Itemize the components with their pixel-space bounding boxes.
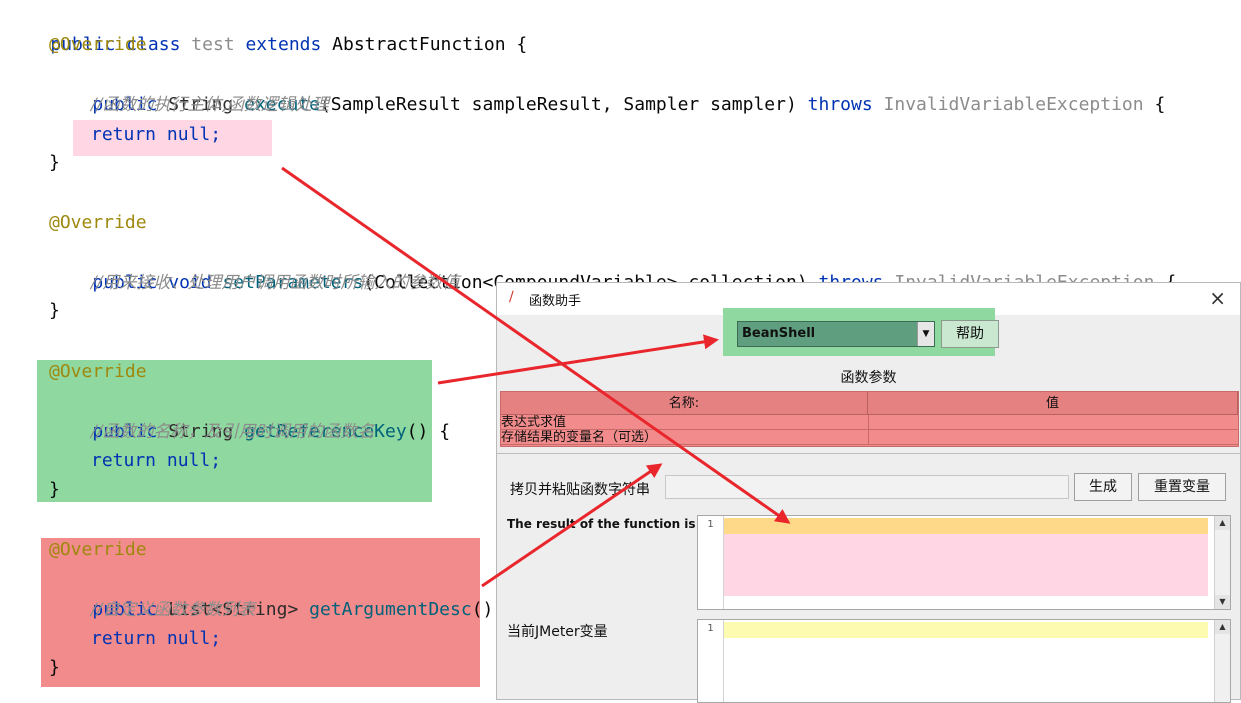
table-row-name[interactable]: 表达式求值 (501, 415, 868, 430)
keyword: public (92, 94, 158, 115)
scroll-down-icon[interactable]: ▼ (1215, 595, 1230, 609)
keyword: null; (166, 628, 222, 649)
execute-return: return null; (91, 120, 221, 150)
setparameters-signature: public void setParameters(Collection<Com… (49, 238, 1176, 293)
function-string-field[interactable] (665, 475, 1069, 499)
keyword: return (91, 124, 157, 145)
function-helper-dialog: ∕ 函数助手 × BeanShell ▼ 帮助 函数参数 名称: 值 表达式求值… (496, 282, 1241, 703)
jmeter-variables-label: 当前JMeter变量 (507, 624, 608, 640)
return-type: String (168, 94, 234, 115)
brace: { (516, 34, 528, 55)
exception-type: InvalidVariableException (883, 94, 1144, 115)
feather-icon: ∕ (509, 289, 514, 305)
method-params: (SampleResult sampleResult, Sampler samp… (319, 94, 797, 115)
return-type: void (168, 272, 212, 293)
copy-string-label: 拷贝并粘贴函数字符串 (510, 482, 650, 498)
class-declaration: public class test extends AbstractFuncti… (7, 0, 527, 55)
return-type: String (168, 421, 234, 442)
params-table: 名称: 值 表达式求值 存储结果的变量名（可选） (500, 391, 1239, 447)
dialog-title: 函数助手 (529, 294, 582, 309)
getargumentdesc-return: return null; (91, 624, 221, 654)
close-brace: } (49, 300, 60, 321)
line-number: 1 (698, 516, 724, 609)
table-row-value[interactable] (868, 415, 1238, 430)
close-brace: } (49, 657, 60, 678)
scrollbar[interactable]: ▲ (1214, 620, 1230, 702)
result-text-area[interactable]: 1 ▲ ▼ (697, 515, 1231, 610)
keyword: null; (166, 450, 222, 471)
brace: { (1154, 94, 1166, 115)
keyword: class (126, 34, 181, 55)
keyword: public (92, 599, 158, 620)
method-name: getArgumentDesc (309, 599, 472, 620)
column-header-value: 值 (868, 392, 1238, 415)
keyword: return (91, 628, 157, 649)
result-label: The result of the function is (507, 517, 696, 531)
divider (497, 453, 1240, 454)
keyword: null; (166, 124, 222, 145)
method-name: execute (244, 94, 320, 115)
override-annotation: @Override (49, 212, 147, 233)
getargumentdesc-highlight-red (41, 538, 480, 687)
scroll-up-icon[interactable]: ▲ (1215, 516, 1230, 530)
parent-class: AbstractFunction (332, 34, 506, 55)
chevron-down-icon[interactable]: ▼ (917, 322, 934, 346)
override-annotation: @Override (49, 34, 147, 55)
result-highlight-pink (724, 534, 1208, 596)
close-brace: } (49, 479, 60, 500)
method-params: () (471, 599, 494, 620)
keyword: public (92, 272, 158, 293)
return-highlight-pink (73, 120, 272, 156)
table-row-name[interactable]: 存储结果的变量名（可选） (501, 430, 868, 445)
override-annotation: @Override (49, 361, 147, 382)
keyword: public (92, 421, 158, 442)
scrollbar[interactable]: ▲ ▼ (1214, 516, 1230, 609)
setparameters-comment: //用来接收、处理用户调用函数时所输入的参数值 (91, 273, 460, 293)
getargumentdesc-signature: public List<String> getArgumentDesc() { (49, 565, 515, 620)
current-line (724, 622, 1208, 638)
keyword: public (50, 34, 116, 55)
table-row-value[interactable] (868, 430, 1238, 445)
getreferencekey-comment: //函数的名称，及引用时调用的函数名 (91, 422, 375, 442)
reset-variables-button[interactable]: 重置变量 (1138, 473, 1226, 501)
function-select-value: BeanShell (742, 326, 816, 341)
getreferencekey-signature: public String getReferenceKey() { (49, 387, 450, 442)
current-line (724, 518, 1208, 534)
keyword: extends (245, 34, 322, 55)
column-header-name: 名称: (501, 392, 868, 415)
class-name: test (191, 34, 235, 55)
params-title: 函数参数 (840, 370, 897, 386)
function-select-dropdown[interactable]: BeanShell ▼ (737, 321, 935, 347)
line-number: 1 (698, 620, 724, 702)
return-type: List<String> (168, 599, 299, 620)
scroll-up-icon[interactable]: ▲ (1215, 620, 1230, 634)
close-brace: } (49, 152, 60, 173)
close-icon[interactable]: × (1209, 286, 1226, 310)
execute-comment: //函数的执行主体,函数逻辑处理 (91, 95, 329, 115)
jmeter-variables-text-area[interactable]: 1 ▲ (697, 619, 1231, 703)
getargumentdesc-comment: //自定义函数参数列表 (91, 600, 256, 620)
keyword: throws (807, 94, 873, 115)
execute-signature: public String execute(SampleResult sampl… (49, 60, 1165, 115)
brace: { (439, 421, 451, 442)
override-annotation: @Override (49, 539, 147, 560)
help-button[interactable]: 帮助 (941, 320, 999, 348)
method-params: () (406, 421, 429, 442)
keyword: return (91, 450, 157, 471)
getreferencekey-return: return null; (91, 446, 221, 476)
generate-button[interactable]: 生成 (1074, 473, 1132, 501)
